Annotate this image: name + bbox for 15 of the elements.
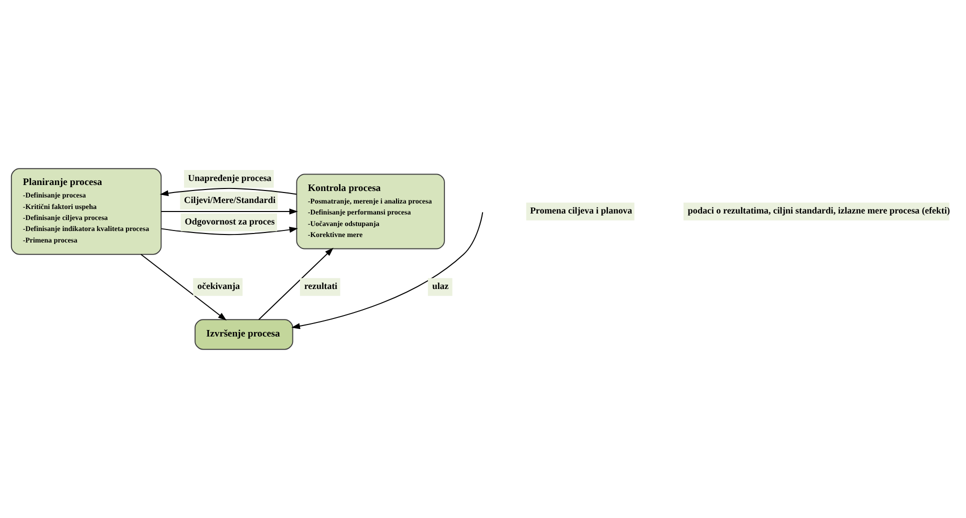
edge-label: očekivanja [197, 281, 240, 292]
edge-label: Odgovornost za proces [184, 216, 275, 227]
edge-label: rezultati [304, 281, 338, 292]
edge-label: Ciljevi/Mere/Standardi [184, 194, 276, 205]
arrow [291, 212, 484, 330]
arrow [160, 226, 298, 236]
arrow [160, 188, 298, 196]
label: Promena ciljeva i planova [530, 206, 632, 216]
edge-label: Unapređenje procesa [188, 172, 272, 183]
edge-label: ulaz [432, 281, 449, 292]
node-box: Izvršenje procesa [194, 319, 294, 350]
label: podaci o rezultatima, ciljni standardi, izlazne mere procesa (efekti) [688, 206, 950, 216]
arrow [160, 208, 298, 215]
arrow [258, 248, 334, 320]
arrow [140, 254, 227, 321]
